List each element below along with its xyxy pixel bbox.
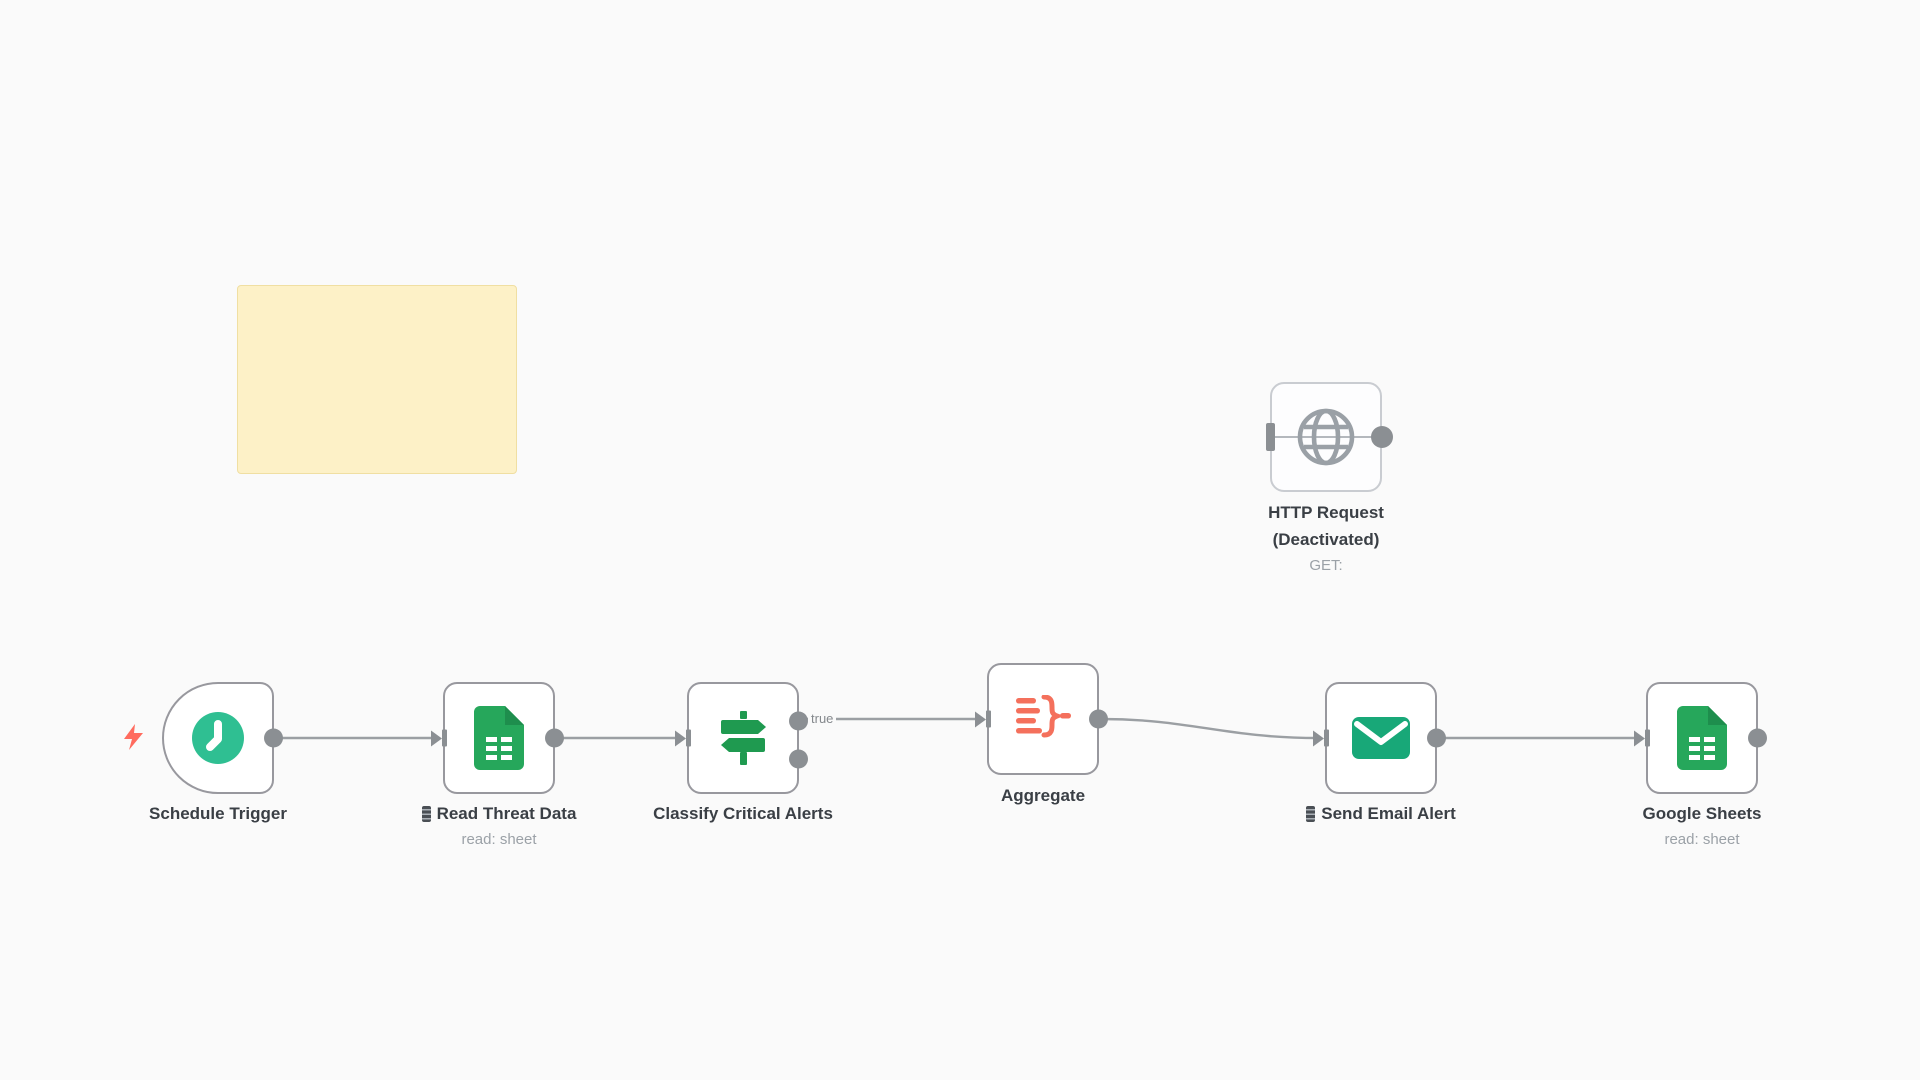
aggregate-icon — [1014, 694, 1072, 743]
node-aggregate[interactable] — [975, 663, 1108, 775]
node-label: Send Email Alert — [1211, 804, 1551, 824]
output-port[interactable] — [1371, 426, 1393, 448]
node-label-text: Read Threat Data — [436, 804, 577, 823]
node-google-sheets[interactable] — [1634, 682, 1767, 794]
input-port[interactable] — [675, 729, 691, 747]
pinned-data-icon — [1306, 806, 1316, 822]
node-subtitle: read: sheet — [461, 831, 537, 848]
node-status-label: (Deactivated) — [1156, 530, 1496, 550]
input-port[interactable] — [975, 710, 991, 728]
node-label-text: Google Sheets — [1642, 804, 1762, 823]
node-http-request[interactable] — [1266, 382, 1393, 492]
pinned-data-icon — [421, 806, 431, 822]
output-port[interactable] — [545, 728, 564, 748]
node-subtitle: read: sheet — [1664, 831, 1740, 848]
output-port[interactable] — [1427, 728, 1446, 748]
lightning-bolt-icon — [120, 723, 146, 751]
google-sheets-icon — [474, 706, 524, 770]
google-sheets-icon — [1677, 706, 1727, 770]
output-port-false[interactable] — [789, 749, 808, 769]
node-label-text: Schedule Trigger — [149, 804, 287, 823]
node-send-email-alert[interactable] — [1313, 682, 1446, 794]
node-label: Schedule Trigger — [48, 804, 388, 824]
input-port[interactable] — [1313, 729, 1329, 747]
sticky-note[interactable] — [237, 285, 517, 474]
node-label: Classify Critical Alerts — [573, 804, 913, 824]
connection-line[interactable] — [1100, 717, 1319, 740]
output-port-true[interactable] — [789, 711, 808, 731]
node-label: Read Threat Data — [329, 804, 669, 824]
signpost-icon — [715, 709, 771, 767]
envelope-icon — [1352, 717, 1410, 759]
node-label-text: Classify Critical Alerts — [653, 804, 833, 823]
input-port[interactable] — [431, 729, 447, 747]
node-label-text: Send Email Alert — [1321, 804, 1456, 823]
node-label: Aggregate — [873, 786, 1213, 806]
output-port[interactable] — [1748, 728, 1767, 748]
input-port[interactable] — [1266, 423, 1275, 451]
node-label: HTTP Request — [1156, 503, 1496, 523]
node-subtitle: GET: — [1309, 557, 1343, 574]
node-label-text: Aggregate — [1000, 786, 1086, 805]
output-port[interactable] — [1089, 709, 1108, 729]
output-port[interactable] — [264, 728, 283, 748]
input-port[interactable] — [1634, 729, 1650, 747]
node-classify-critical-alerts[interactable] — [675, 682, 808, 794]
node-read-threat-data[interactable] — [431, 682, 564, 794]
node-status-text: (Deactivated) — [1272, 530, 1380, 549]
deactivated-strike-line — [1270, 435, 1382, 439]
node-label: Google Sheets — [1532, 804, 1872, 824]
node-label-text: HTTP Request — [1268, 503, 1384, 522]
node-schedule-trigger[interactable] — [162, 682, 283, 794]
branch-label-true: true — [808, 711, 837, 727]
clock-icon — [191, 711, 245, 765]
globe-icon — [1295, 406, 1357, 468]
